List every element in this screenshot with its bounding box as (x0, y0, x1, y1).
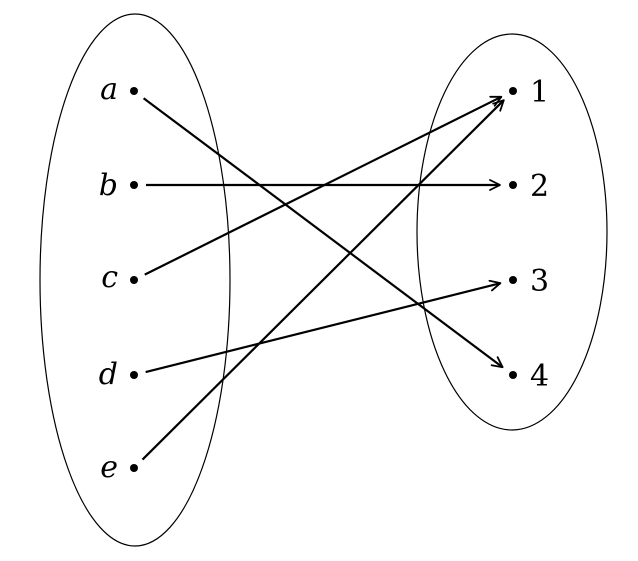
domain-dot-d (130, 371, 138, 379)
codomain-dot-4 (509, 371, 517, 379)
domain-dot-e (130, 464, 138, 472)
codomain-label-1: 1 (530, 75, 549, 110)
arrow-a-to-4 (142, 97, 504, 369)
domain-dot-a (130, 87, 138, 95)
codomain-dot-1 (509, 87, 517, 95)
domain-element-a: a (100, 72, 138, 107)
codomain-element-4: 4 (509, 359, 549, 394)
arrow-d-to-3 (145, 279, 502, 374)
domain-label-a: a (100, 72, 118, 107)
domain-dot-b (130, 181, 138, 189)
codomain-elements: 1 2 3 4 (509, 75, 549, 394)
domain-dot-c (130, 276, 138, 284)
codomain-dot-2 (509, 181, 517, 189)
domain-label-b: b (99, 168, 118, 203)
arrow-e-to-1 (141, 99, 505, 461)
mapping-arrows (141, 95, 505, 461)
codomain-element-2: 2 (509, 169, 549, 204)
domain-element-b: b (99, 168, 138, 203)
domain-element-d: d (99, 357, 138, 392)
arrow-c-to-1 (144, 95, 503, 276)
domain-label-e: e (100, 450, 118, 485)
domain-label-c: c (101, 260, 118, 295)
codomain-element-3: 3 (509, 264, 549, 299)
domain-element-c: c (101, 260, 138, 295)
domain-element-e: e (100, 450, 138, 485)
codomain-label-3: 3 (530, 264, 549, 299)
codomain-element-1: 1 (509, 75, 549, 110)
codomain-dot-3 (509, 276, 517, 284)
domain-label-d: d (99, 357, 118, 392)
codomain-label-4: 4 (530, 359, 549, 394)
domain-elements: a b c d e (99, 72, 138, 485)
domain-set-ellipse (39, 13, 231, 547)
codomain-set-ellipse (416, 33, 608, 431)
codomain-label-2: 2 (530, 169, 549, 204)
